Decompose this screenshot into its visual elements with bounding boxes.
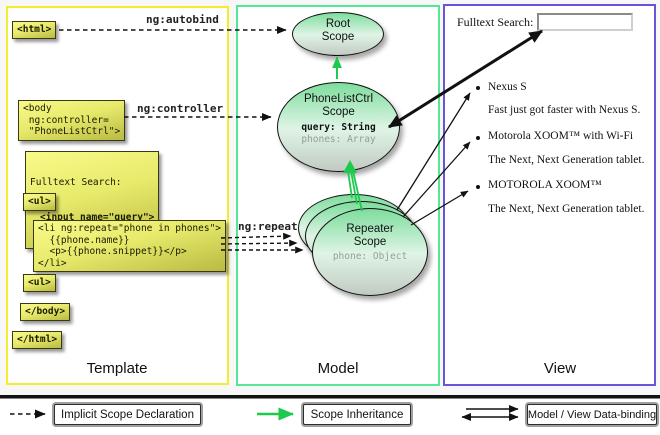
code-fulltext-label: Fulltext Search: [30,177,122,188]
code-li-repeat: <li ng:repeat="phone in phones"> {{phone… [33,220,227,272]
model-column-label: Model [317,360,359,377]
bullet-icon [476,136,480,140]
bullet-icon [476,185,480,189]
view-item-title: Motorola XOOM™ with Wi-Fi [488,130,634,142]
phonelistctrl-scope-title: PhoneListCtrl Scope [303,93,374,118]
label-ng-controller: ng:controller [137,102,224,115]
view-item-desc: Fast just got faster with Nexus S. [488,104,641,116]
legend-implicit-label: Implicit Scope Declaration [61,408,194,421]
view-column-label: View [543,360,577,377]
root-scope-ellipse: Root Scope [292,12,384,56]
fulltext-search-input[interactable] [537,13,633,31]
legend-inheritance-label: Scope Inheritance [310,408,404,421]
view-item-desc: The Next, Next Generation tablet. [488,154,645,166]
phonelistctrl-phones-prop: phones: Array [301,134,376,145]
legend-separator-line [0,395,660,399]
repeater-scope-title: Repeater Scope [346,223,394,248]
template-column-label: Template [86,360,148,377]
root-scope-title: Root Scope [321,18,355,43]
phonelistctrl-query-prop: query: String [301,122,376,133]
view-item-title: Nexus S [488,81,527,93]
legend-databinding: Model / View Data-binding [527,404,657,425]
code-ul-open: <ul> [23,193,56,211]
repeater-phone-prop: phone: Object [332,251,408,262]
label-ng-repeat: ng:repeat [238,220,298,233]
view-search-label: Fulltext Search: [457,15,534,29]
code-html-close: </html> [12,331,63,349]
view-item-title: MOTOROLA XOOM™ [488,179,602,191]
code-ul-close: <ul> [23,274,56,292]
code-body-open: <body ng:controller= "PhoneListCtrl"> [18,100,126,141]
view-column [443,4,656,386]
code-html-open: <html> [12,21,57,39]
code-body-close: </body> [20,303,71,321]
bullet-icon [476,86,480,90]
legend-implicit-scope: Implicit Scope Declaration [54,404,201,425]
phonelistctrl-scope-ellipse: PhoneListCtrl Scope query: String phones… [277,82,400,172]
legend-scope-inheritance: Scope Inheritance [303,404,411,425]
legend-databinding-label: Model / View Data-binding [527,408,657,421]
repeater-scope-ellipse: Repeater Scope phone: Object [312,208,428,296]
view-item-desc: The Next, Next Generation tablet. [488,203,645,215]
code-fulltext-input: <input name="query"> [40,211,155,223]
label-ng-autobind: ng:autobind [146,13,219,26]
